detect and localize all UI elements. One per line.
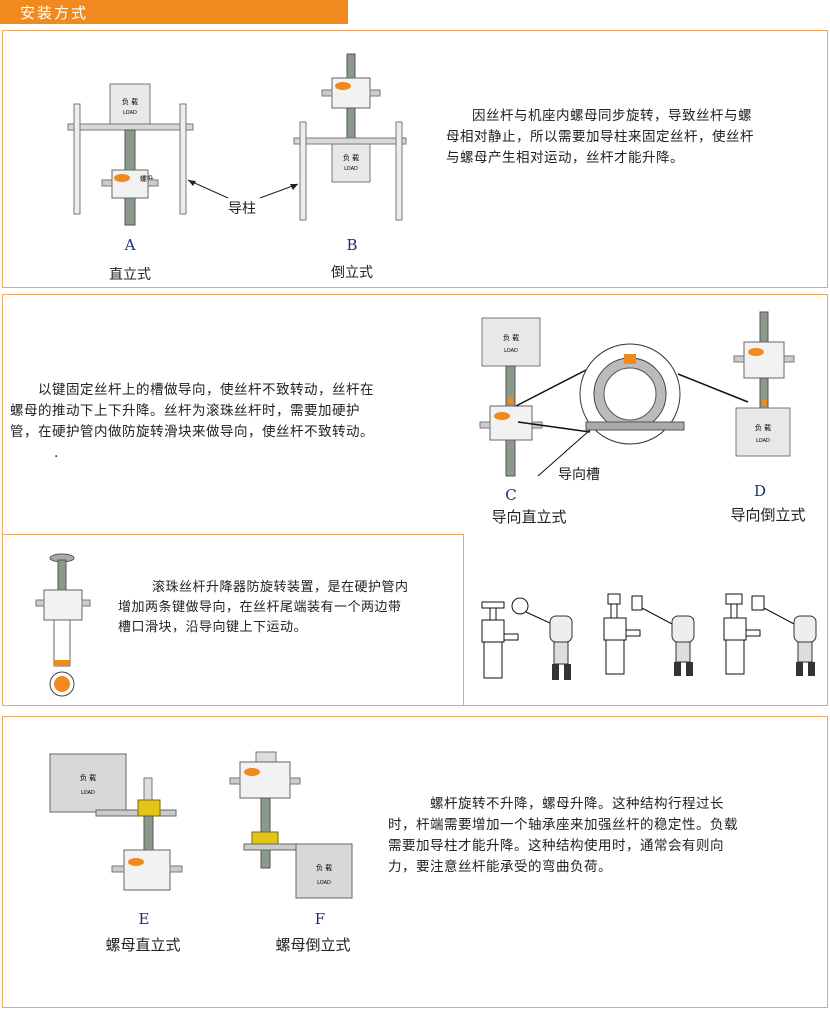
caption-inverted: 倒立式 bbox=[331, 265, 373, 281]
brand-mark: 螺升 bbox=[140, 174, 154, 183]
label-a: A bbox=[124, 236, 136, 254]
diagram-d-guided-inverted: 负 载 LOAD bbox=[733, 311, 795, 457]
svg-text:LOAD: LOAD bbox=[756, 438, 770, 444]
load-label-en: LOAD bbox=[123, 110, 137, 116]
text-dot: . bbox=[54, 445, 59, 461]
caption-nut-upright: 螺母直立式 bbox=[105, 936, 181, 954]
diagram-ball-screw bbox=[35, 553, 91, 697]
text-line: 时，杆端需要增加一个轴承座来加强丝杆的稳定性。负载 bbox=[388, 817, 738, 833]
svg-text:负 载: 负 载 bbox=[316, 863, 332, 872]
section-upright-inverted bbox=[2, 30, 828, 288]
diagram-a-upright: 负 载 LOAD 螺升 bbox=[67, 83, 194, 226]
section-nut-travel bbox=[2, 716, 828, 1008]
robot-application-2 bbox=[603, 593, 695, 676]
diagram-f-nut-inverted: 负 载 LOAD bbox=[229, 751, 353, 899]
robot-application-1 bbox=[481, 597, 573, 680]
text-line: 需要加导柱才能升降。这种结构使用时，通常会有则向 bbox=[388, 838, 724, 854]
text-line: 以键固定丝杆上的槽做导向，使丝杆不致转动，丝杆在 bbox=[38, 382, 374, 398]
section-title: 安装方式 bbox=[20, 4, 89, 22]
groove-detail bbox=[515, 343, 749, 477]
label-c: C bbox=[505, 486, 517, 504]
label-b: B bbox=[346, 236, 358, 254]
svg-text:负 载: 负 载 bbox=[503, 333, 519, 342]
text-line: 滚珠丝杆升降器防旋转装置，是在硬护管内 bbox=[152, 580, 409, 595]
svg-text:负 载: 负 载 bbox=[755, 423, 771, 432]
groove-label: 导向槽 bbox=[558, 467, 600, 483]
svg-text:LOAD: LOAD bbox=[504, 348, 518, 354]
svg-text:负 载: 负 载 bbox=[80, 773, 96, 782]
caption-nut-inverted: 螺母倒立式 bbox=[275, 936, 351, 954]
svg-text:LOAD: LOAD bbox=[317, 880, 331, 886]
label-f: F bbox=[314, 910, 326, 928]
svg-text:负 载: 负 载 bbox=[343, 153, 359, 162]
label-e: E bbox=[138, 910, 150, 928]
text-line: 螺母的推动下上下升降。丝杆为滚珠丝杆时，需要加硬护 bbox=[10, 403, 360, 419]
load-label-cn: 负 载 bbox=[122, 97, 138, 106]
robot-application-3 bbox=[723, 593, 817, 676]
text-line: 管，在硬护管内做防旋转滑块来做导向，使丝杆不致转动。 bbox=[10, 424, 374, 440]
section2-text: 以键固定丝杆上的槽做导向，使丝杆不致转动，丝杆在 螺母的推动下上下升降。丝杆为滚… bbox=[10, 380, 460, 464]
section3-text: 滚珠丝杆升降器防旋转装置，是在硬护管内 增加两条键做导向，在丝杆尾端装有一个两边… bbox=[118, 578, 458, 638]
text-line: 槽口滑块，沿导向键上下运动。 bbox=[118, 620, 308, 635]
text-line: 因丝杆与机座内螺母同步旋转，导致丝杆与螺 bbox=[472, 108, 752, 124]
section-header-tab: 安装方式 bbox=[0, 0, 348, 24]
text-line: 增加两条键做导向，在丝杆尾端装有一个两边带 bbox=[118, 600, 402, 615]
guide-pillar-label: 导柱 bbox=[228, 201, 256, 217]
caption-guided-upright: 导向直立式 bbox=[491, 508, 567, 526]
caption-guided-inverted: 导向倒立式 bbox=[730, 506, 806, 524]
text-line: 母相对静止，所以需要加导柱来固定丝杆，使丝杆 bbox=[446, 129, 754, 145]
guide-pillar-arrows bbox=[187, 179, 299, 199]
text-line: 力，要注意丝杆能承受的弯曲负荷。 bbox=[388, 859, 612, 875]
diagram-c-guided-upright: 负 载 LOAD bbox=[479, 317, 543, 477]
text-line: 与螺母产生相对运动，丝杆才能升降。 bbox=[446, 150, 684, 166]
section-ball-screw-anti-rotation bbox=[2, 534, 464, 706]
text-line: 螺杆旋转不升降，螺母升降。这种结构行程过长 bbox=[430, 796, 724, 812]
caption-upright: 直立式 bbox=[109, 267, 151, 283]
diagram-e-nut-upright: 负 载 LOAD bbox=[49, 753, 183, 891]
svg-text:LOAD: LOAD bbox=[81, 790, 95, 796]
diagram-b-inverted: 负 载 LOAD bbox=[293, 53, 407, 221]
label-d: D bbox=[753, 482, 767, 500]
section1-text: 因丝杆与机座内螺母同步旋转，导致丝杆与螺 母相对静止，所以需要加导柱来固定丝杆，… bbox=[446, 106, 806, 169]
section4-text: 螺杆旋转不升降，螺母升降。这种结构行程过长 时，杆端需要增加一个轴承座来加强丝杆… bbox=[364, 794, 820, 878]
svg-text:LOAD: LOAD bbox=[344, 166, 358, 172]
